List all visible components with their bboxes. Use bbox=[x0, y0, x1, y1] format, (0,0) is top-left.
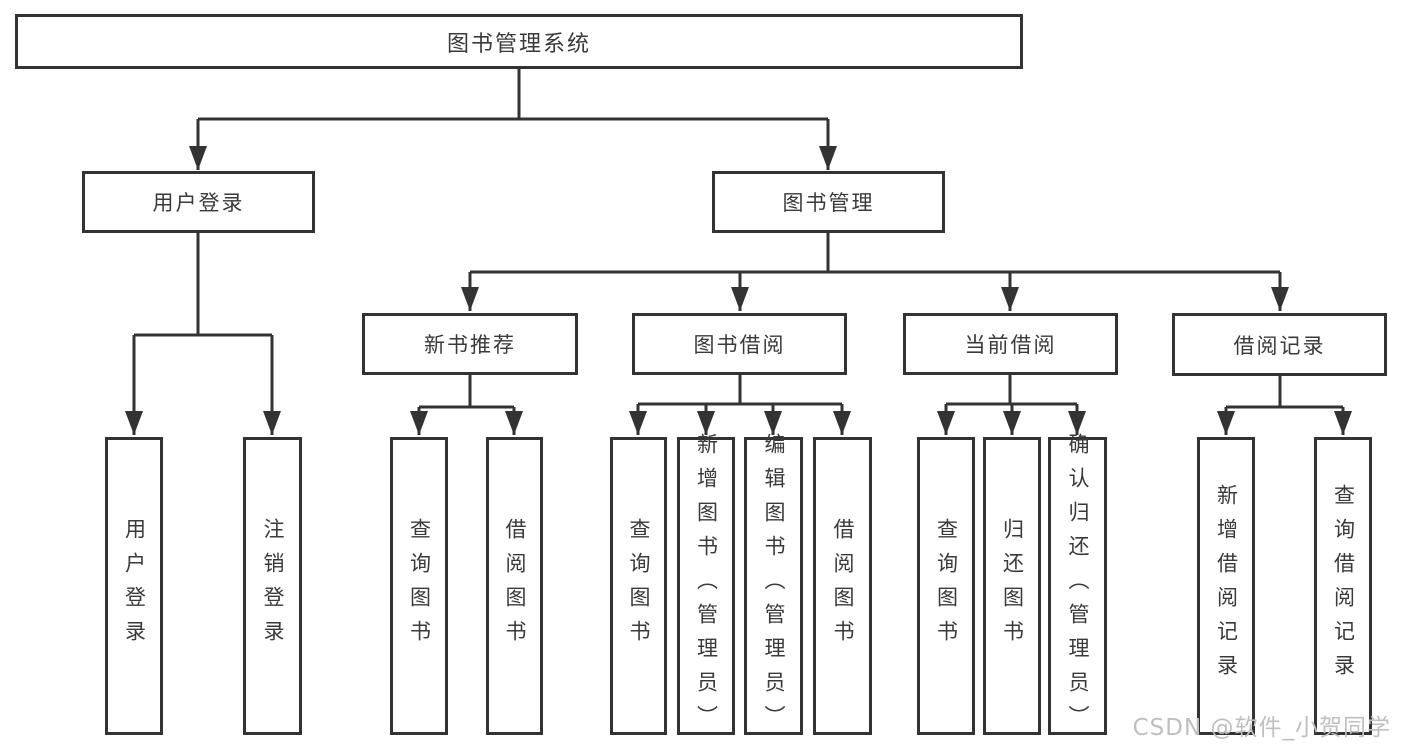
leaf-query-books-current: 查询图书 bbox=[917, 437, 975, 735]
node-book-management: 图书管理 bbox=[712, 171, 945, 233]
leaf-label: 归还图书 bbox=[1000, 518, 1025, 654]
leaf-label: 新增借阅记录 bbox=[1214, 484, 1239, 688]
leaf-add-books-admin: 新增图书（管理员） bbox=[677, 433, 735, 739]
leaf-label: 借阅图书 bbox=[831, 518, 855, 654]
leaf-confirm-return-admin: 确认归还（管理员） bbox=[1048, 433, 1107, 739]
leaf-label: 查询图书 bbox=[407, 518, 432, 654]
leaf-user-login: 用户登录 bbox=[105, 437, 163, 735]
node-new-book-recommend: 新书推荐 bbox=[362, 313, 578, 375]
leaf-label: 新增图书（管理员） bbox=[694, 433, 719, 739]
leaf-edit-books-admin: 编辑图书（管理员） bbox=[744, 433, 803, 739]
node-book-borrow: 图书借阅 bbox=[632, 313, 847, 375]
node-user-login: 用户登录 bbox=[82, 171, 315, 233]
leaf-label: 查询图书 bbox=[627, 518, 651, 654]
leaf-label: 确认归还（管理员） bbox=[1066, 433, 1090, 739]
leaf-label: 编辑图书（管理员） bbox=[762, 433, 786, 739]
leaf-query-books-borrow: 查询图书 bbox=[610, 437, 667, 735]
leaf-logout: 注销登录 bbox=[243, 437, 302, 735]
node-current-borrow: 当前借阅 bbox=[903, 313, 1118, 375]
leaf-query-books-recommend: 查询图书 bbox=[390, 437, 448, 735]
leaf-label: 用户登录 bbox=[122, 518, 147, 654]
csdn-watermark: CSDN @软件_小贺同学 bbox=[1132, 715, 1391, 741]
leaf-add-borrow-record: 新增借阅记录 bbox=[1197, 437, 1255, 735]
leaf-query-borrow-record: 查询借阅记录 bbox=[1314, 437, 1372, 735]
node-borrow-records: 借阅记录 bbox=[1172, 313, 1387, 376]
leaf-label: 查询图书 bbox=[934, 518, 959, 654]
leaf-label: 借阅图书 bbox=[503, 518, 527, 654]
leaf-return-books: 归还图书 bbox=[983, 437, 1041, 735]
leaf-borrow-books: 借阅图书 bbox=[813, 437, 872, 735]
leaf-borrow-books-recommend: 借阅图书 bbox=[486, 437, 543, 735]
node-library-system: 图书管理系统 bbox=[15, 14, 1023, 69]
leaf-label: 查询借阅记录 bbox=[1331, 484, 1356, 688]
leaf-label: 注销登录 bbox=[261, 518, 285, 654]
